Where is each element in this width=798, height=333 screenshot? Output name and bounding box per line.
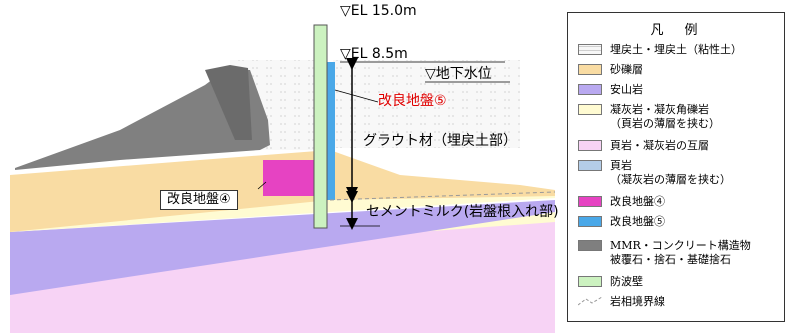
legend-item: 防波壁 <box>578 275 643 289</box>
legend-item-label: 埋戻土・埋戻土（粘性土） <box>610 43 742 56</box>
cement-label: セメントミルク(岩盤根入れ部) <box>366 204 559 220</box>
improved4-leader <box>257 181 267 190</box>
swatch <box>578 104 602 115</box>
legend-item-label: 凝灰岩・凝灰角礫岩 <box>610 103 709 116</box>
legend-item-label: MMR・コンクリート構造物 <box>610 239 751 252</box>
improved-ground-4 <box>263 160 315 196</box>
swatch <box>578 196 602 207</box>
swatch <box>578 64 602 75</box>
improved-ground-5 <box>325 62 335 200</box>
swatch <box>578 140 602 151</box>
legend-title: 凡 例 <box>650 23 702 38</box>
legend-item: MMR・コンクリート構造物 被覆石・捨石・基礎捨石 <box>578 239 751 267</box>
mmr-embankment <box>15 70 270 170</box>
legend-item-label: 頁岩 <box>610 159 632 172</box>
grout-label: グラウト材（埋戻土部） <box>363 133 517 149</box>
legend-item: 凝灰岩・凝灰角礫岩 （頁岩の薄層を挟む） <box>578 103 720 131</box>
legend-item: 砂礫層 <box>578 63 643 77</box>
breakwater-wall <box>313 24 328 229</box>
legend-item-label: 岩相境界線 <box>610 295 665 308</box>
legend-box: 凡 例 埋戻土・埋戻土（粘性土） 砂礫層 安山岩 凝灰岩・凝灰角礫岩 （頁岩の薄… <box>567 12 785 322</box>
improved5-leader <box>334 89 379 103</box>
el-85-label: ▽EL 8.5m <box>340 46 408 62</box>
mmr-steps <box>205 65 252 140</box>
legend-item-label: 頁岩・凝灰岩の互層 <box>610 139 709 152</box>
andesite-layer <box>10 200 555 295</box>
improved4-label: 改良地盤④ <box>160 190 238 210</box>
legend-item-sublabel: （頁岩の薄層を挟む） <box>610 117 720 130</box>
legend-item-label: 防波壁 <box>610 275 643 288</box>
legend-item: 頁岩 （凝灰岩の薄層を挟む） <box>578 159 731 187</box>
dashed-line-icon <box>578 296 602 306</box>
el-15-label: ▽EL 15.0m <box>340 3 417 19</box>
improved5-label: 改良地盤⑤ <box>378 93 447 109</box>
swatch <box>578 160 602 171</box>
legend-item: 頁岩・凝灰岩の互層 <box>578 139 709 153</box>
cross-section-diagram <box>10 24 556 333</box>
swatch <box>578 276 602 287</box>
legend-item-sublabel: 被覆石・捨石・基礎捨石 <box>610 253 731 266</box>
legend-item: 安山岩 <box>578 83 643 97</box>
hatch-swatch <box>578 44 602 55</box>
legend-item: 埋戻土・埋戻土（粘性土） <box>578 43 742 57</box>
legend-item: 岩相境界線 <box>578 295 665 309</box>
legend-item-label: 改良地盤⑤ <box>610 215 665 228</box>
legend-item: 改良地盤⑤ <box>578 215 665 229</box>
rock-boundary-line <box>329 191 556 201</box>
swatch <box>578 84 602 95</box>
legend-item: 改良地盤④ <box>578 195 665 209</box>
groundwater-label: ▽地下水位 <box>425 66 492 82</box>
swatch <box>578 240 602 251</box>
legend-item-label: 改良地盤④ <box>610 195 665 208</box>
legend-item-sublabel: （凝灰岩の薄層を挟む） <box>610 173 731 186</box>
legend-item-label: 安山岩 <box>610 83 643 96</box>
legend-item-label: 砂礫層 <box>610 63 643 76</box>
swatch <box>578 216 602 227</box>
